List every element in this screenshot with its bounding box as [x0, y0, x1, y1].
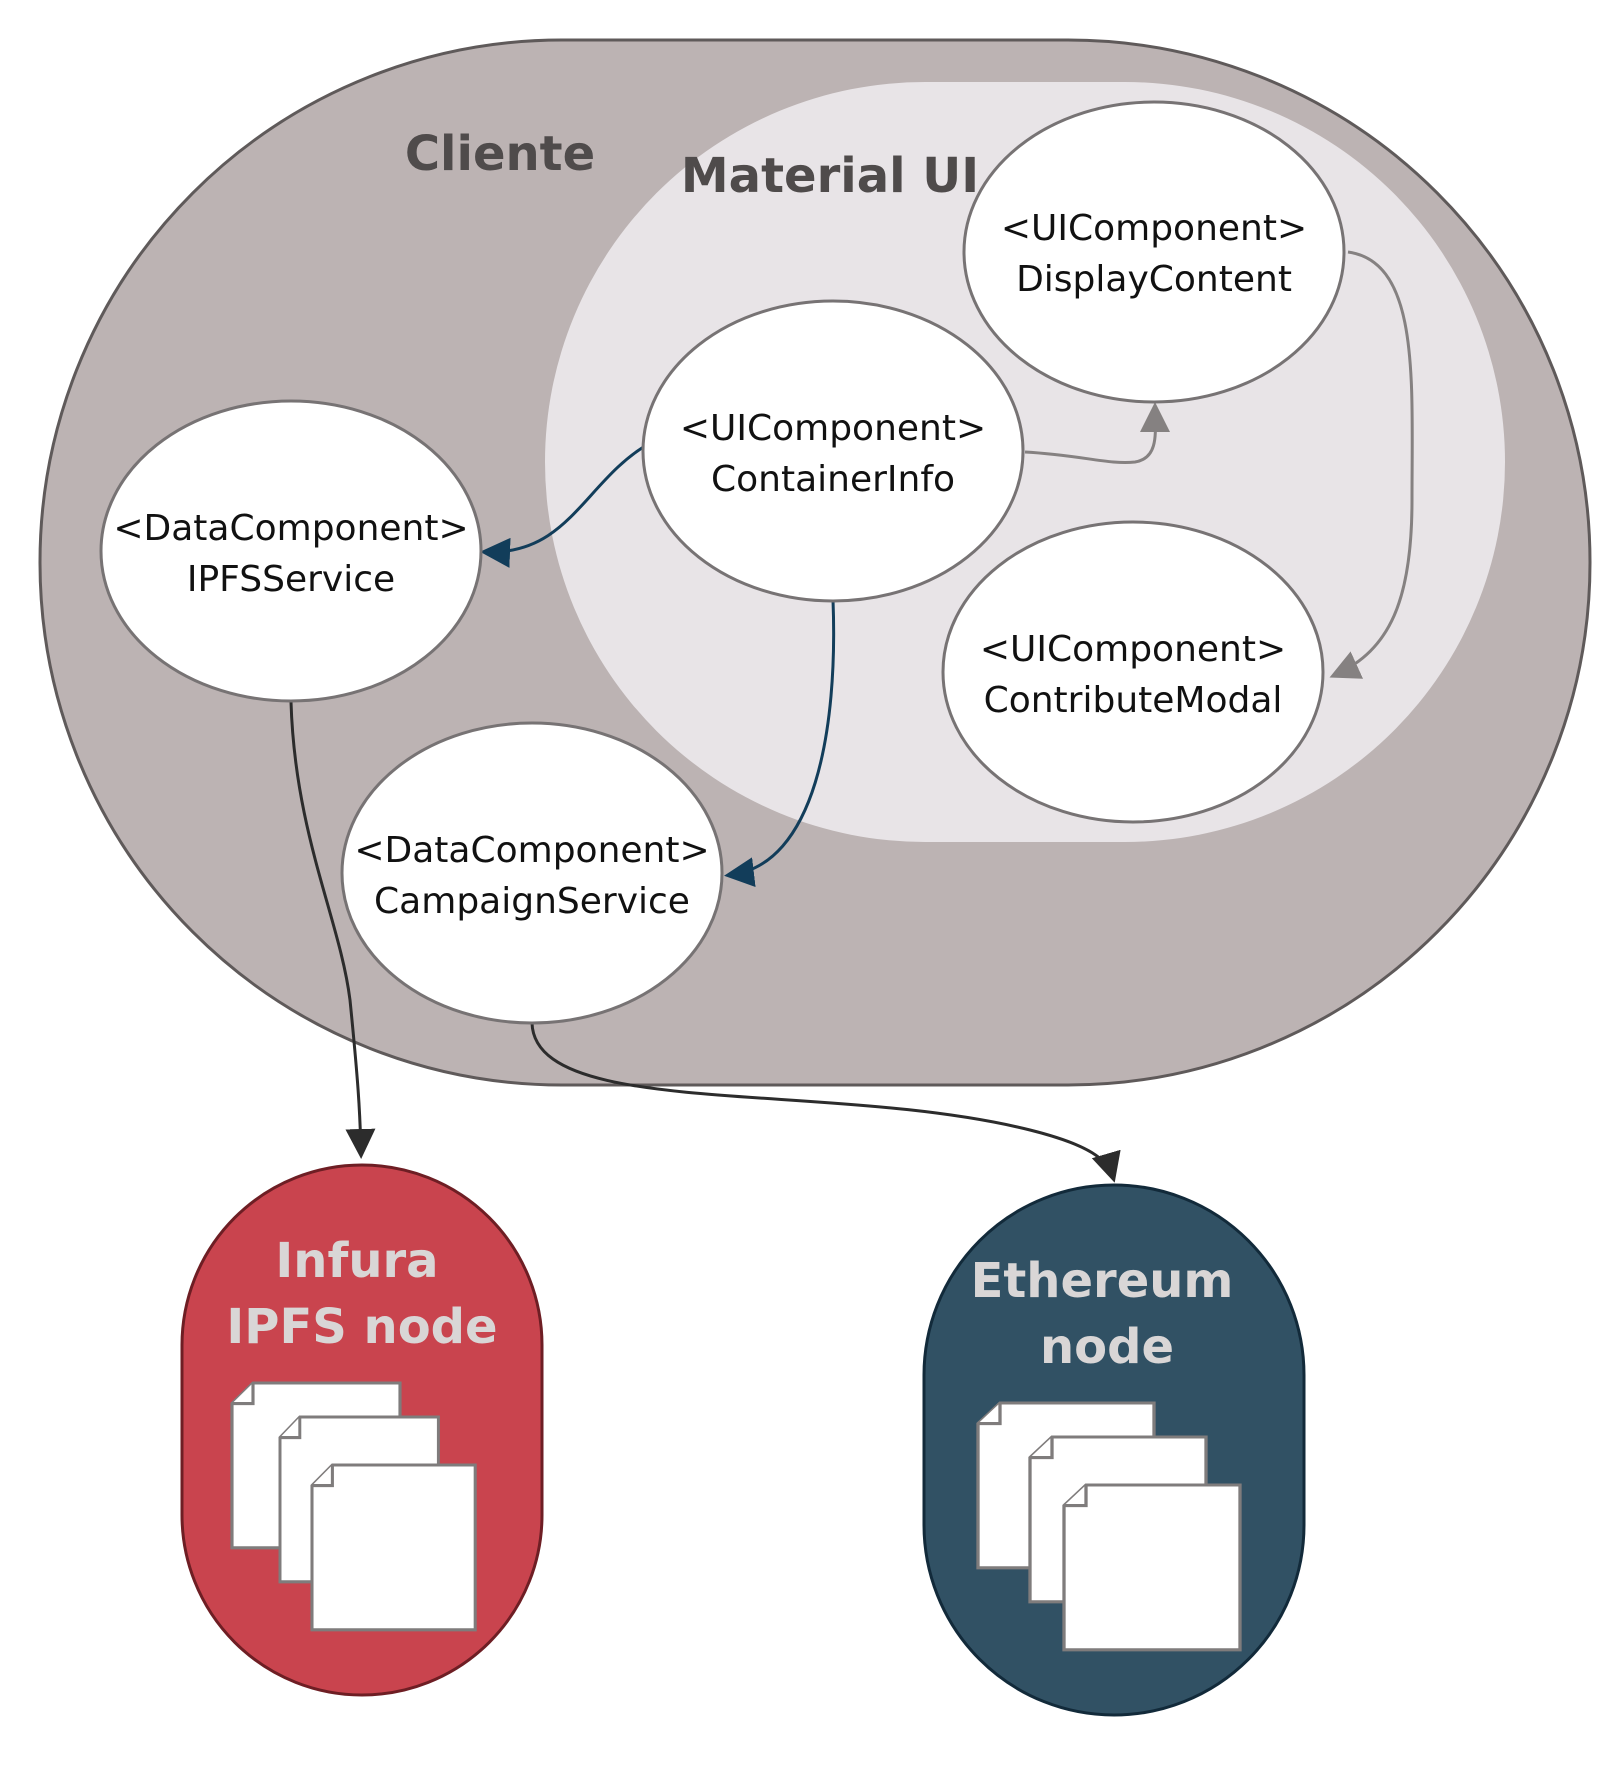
contribute-modal-stereotype: <UIComponent>: [980, 629, 1286, 670]
container-info-stereotype: <UIComponent>: [680, 408, 986, 449]
ipfs-service-stereotype: <DataComponent>: [113, 508, 468, 549]
ethereum-label-line1: Ethereum: [971, 1253, 1234, 1309]
display-content-stereotype: <UIComponent>: [1001, 208, 1307, 249]
component-ipfs-service[interactable]: <DataComponent> IPFSService: [99, 399, 483, 703]
edge-containerinfo-to-displaycontent: [1024, 402, 1171, 465]
ipfs-service-name: IPFSService: [187, 559, 395, 600]
infura-label-line2: IPFS node: [226, 1299, 497, 1355]
edge-campaignservice-to-ethereum: [530, 1022, 1121, 1183]
component-campaign-service[interactable]: <DataComponent> CampaignService: [340, 721, 724, 1025]
ethereum-label-line2: node: [1040, 1319, 1174, 1375]
infura-label-line1: Infura: [275, 1233, 438, 1289]
node-infura-ipfs[interactable]: Infura IPFS node: [180, 1163, 544, 1697]
component-display-content[interactable]: <UIComponent> DisplayContent: [962, 100, 1346, 404]
container-info-name: ContainerInfo: [711, 459, 955, 500]
display-content-name: DisplayContent: [1016, 259, 1292, 300]
node-ethereum[interactable]: Ethereum node: [922, 1183, 1306, 1717]
material-ui-label: Material UI: [681, 148, 979, 204]
edge-ipfsservice-to-infura: [289, 701, 376, 1159]
edge-containerinfo-to-ipfsservice: [480, 441, 651, 568]
campaign-service-stereotype: <DataComponent>: [354, 830, 709, 871]
component-container-info[interactable]: <UIComponent> ContainerInfo: [641, 299, 1025, 603]
cliente-label: Cliente: [405, 126, 595, 182]
edge-containerinfo-to-campaignservice: [724, 599, 836, 888]
campaign-service-name: CampaignService: [374, 881, 690, 922]
edge-displaycontent-to-contributemodal: [1329, 250, 1414, 679]
component-contribute-modal[interactable]: <UIComponent> ContributeModal: [941, 520, 1325, 824]
contribute-modal-name: ContributeModal: [984, 680, 1283, 721]
